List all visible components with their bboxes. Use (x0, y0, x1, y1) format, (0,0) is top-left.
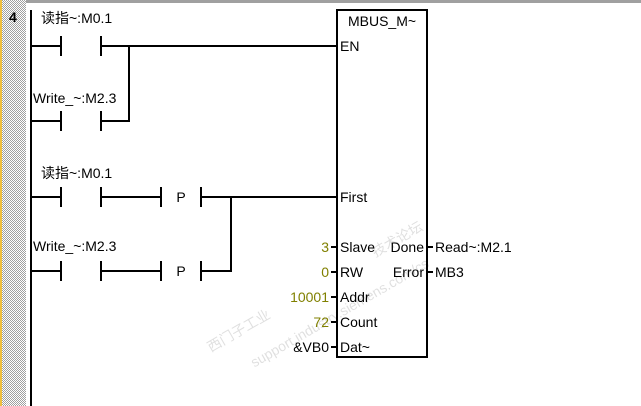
pin-dat: Dat~ (340, 339, 370, 355)
network-gutter (0, 0, 26, 406)
block-title: MBUS_M~ (348, 13, 416, 29)
p-edge-label: P (176, 189, 185, 205)
pin-rw: RW (340, 264, 364, 280)
count-value[interactable]: 72 (313, 314, 329, 330)
slave-value[interactable]: 3 (321, 239, 329, 255)
pin-addr: Addr (340, 289, 370, 305)
pin-done: Done (391, 239, 425, 255)
pin-count: Count (340, 314, 377, 330)
contact-label: Write_~:M2.3 (33, 90, 117, 106)
pin-first: First (340, 189, 367, 205)
mbus-block[interactable] (336, 9, 428, 358)
p-edge-label: P (176, 263, 185, 279)
addr-value[interactable]: 10001 (290, 289, 329, 305)
contact-label: 读指~:M0.1 (41, 10, 112, 26)
pin-error: Error (393, 264, 424, 280)
contact-label: Write_~:M2.3 (33, 238, 117, 254)
pin-en: EN (340, 38, 359, 54)
contact-label: 读指~:M0.1 (41, 165, 112, 181)
network-number: 4 (9, 9, 17, 25)
error-value[interactable]: MB3 (435, 264, 464, 280)
rw-value[interactable]: 0 (321, 264, 329, 280)
done-value[interactable]: Read~:M2.1 (435, 239, 512, 255)
pin-slave: Slave (340, 239, 375, 255)
dat-value[interactable]: &VB0 (293, 339, 329, 355)
